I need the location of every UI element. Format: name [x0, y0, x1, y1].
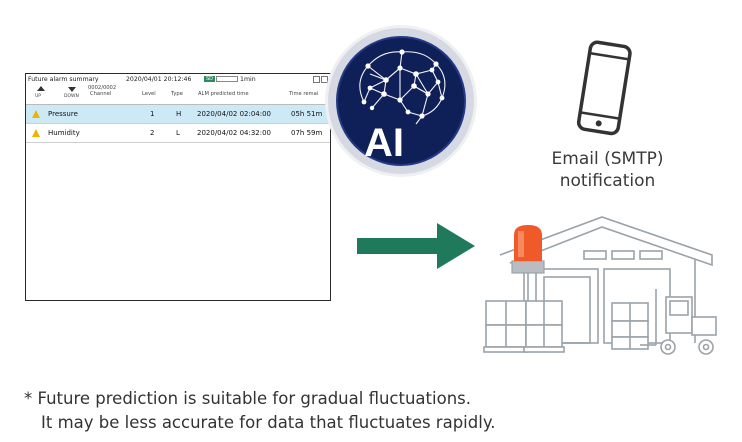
col-predicted-time: ALM predicted time	[198, 91, 249, 97]
scroll-up-label: UP	[35, 94, 42, 99]
screen-title: Future alarm summary	[28, 75, 99, 83]
col-level: Level	[142, 91, 156, 97]
table-row[interactable]: Pressure 1 H 2020/04/02 02:04:00 05h 51m	[26, 105, 330, 124]
notification-line-1: Email (SMTP)	[551, 149, 664, 169]
header-buttons	[313, 75, 328, 83]
header-button-1[interactable]	[313, 75, 320, 83]
scroll-up-icon[interactable]	[37, 86, 45, 91]
scroll-down-icon[interactable]	[68, 87, 76, 92]
status-bar	[216, 76, 239, 82]
row-type: L	[176, 129, 180, 137]
col-channel: Channel	[90, 91, 112, 97]
pallet-icon	[483, 300, 529, 353]
screen-header: Future alarm summary 2020/04/01 20:12:46…	[26, 74, 330, 84]
smartphone-icon	[576, 40, 632, 136]
email-notification-label: Email (SMTP) notification	[525, 148, 690, 192]
screen-datetime: 2020/04/01 20:12:46	[126, 75, 192, 83]
pallet-icon	[611, 302, 649, 350]
row-predicted-time: 2020/04/02 02:04:00	[197, 110, 272, 118]
table-row[interactable]: Humidity 2 L 2020/04/02 04:32:00 07h 59m	[26, 124, 330, 143]
row-type: H	[176, 110, 182, 118]
row-channel: Humidity	[48, 129, 80, 137]
row-counter: 0002/0002	[88, 85, 117, 91]
ai-brain-icon: AI	[325, 25, 477, 177]
status-text: 1min	[240, 75, 256, 83]
scroll-down-label: DOWN	[64, 94, 79, 99]
row-time-remaining: 05h 51m	[291, 110, 323, 118]
footnote-line-1: * Future prediction is suitable for grad…	[24, 389, 471, 408]
warning-icon	[32, 129, 40, 137]
forklift-icon	[640, 289, 717, 355]
row-level: 2	[150, 129, 155, 137]
row-time-remaining: 07h 59m	[291, 129, 323, 137]
header-button-2[interactable]	[321, 75, 328, 83]
footnote-line-2: It may be less accurate for data that fl…	[41, 413, 496, 432]
warehouse-icon	[483, 216, 717, 355]
beacon-icon	[511, 225, 545, 274]
row-predicted-time: 2020/04/02 04:32:00	[197, 129, 272, 137]
future-alarm-summary-screen: Future alarm summary 2020/04/01 20:12:46…	[25, 73, 331, 301]
column-header-row: UP DOWN 0002/0002 Channel Level Type ALM…	[26, 84, 330, 105]
arrow-right-icon	[357, 223, 475, 269]
row-level: 1	[150, 110, 155, 118]
ai-label: AI	[364, 121, 404, 165]
row-channel: Pressure	[48, 110, 78, 118]
status-tag: SD	[204, 76, 216, 82]
warning-icon	[32, 110, 40, 118]
pallet-icon	[523, 300, 565, 353]
notification-line-2: notification	[559, 171, 656, 191]
col-type: Type	[171, 91, 183, 97]
col-time-remaining: Time remai	[289, 91, 319, 97]
